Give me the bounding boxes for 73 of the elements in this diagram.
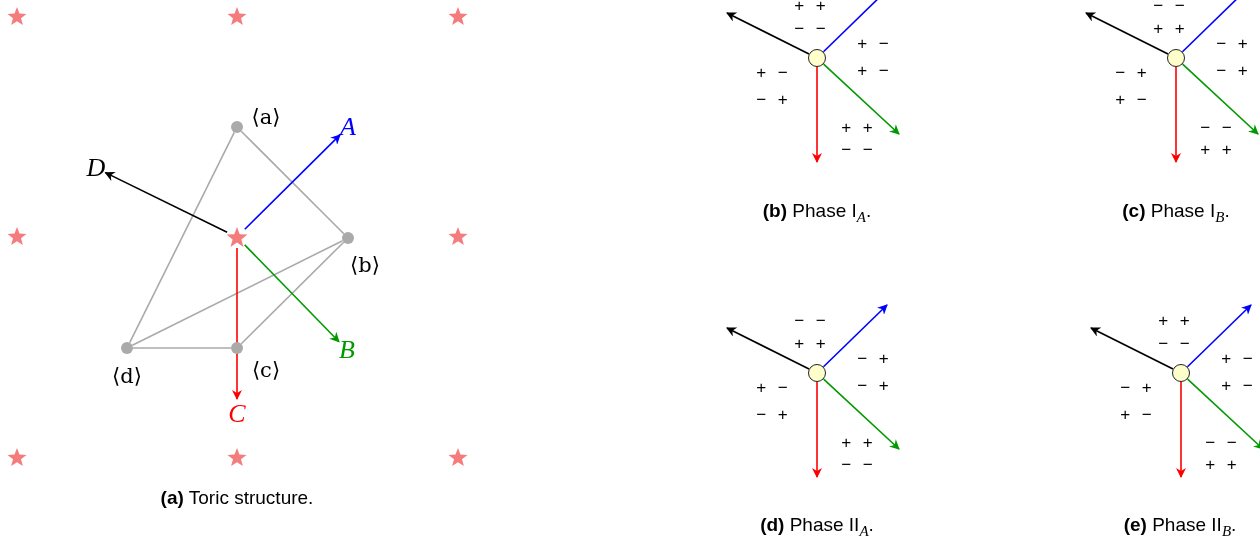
- sign-label: + −: [756, 378, 788, 398]
- connector-line: [131, 239, 344, 347]
- connector-line: [132, 347, 232, 349]
- arrow: [104, 171, 228, 233]
- sign-label: + +: [841, 118, 873, 138]
- vertex-circle: [808, 49, 826, 67]
- connector-line: [128, 131, 236, 344]
- arrow: [822, 304, 888, 368]
- sign-label: − −: [1205, 433, 1237, 453]
- sign-label: − +: [756, 405, 788, 425]
- arrow: [1090, 327, 1174, 370]
- point-label: ⟨d⟩: [112, 364, 142, 388]
- sign-label: + +: [794, 0, 826, 16]
- arrow: [726, 327, 810, 370]
- sign-label: − −: [1153, 0, 1185, 16]
- sign-label: + +: [794, 334, 826, 354]
- vector-label: D: [86, 153, 106, 183]
- vertex-circle: [1172, 364, 1190, 382]
- point-label: ⟨b⟩: [350, 253, 380, 277]
- arrow: [1181, 63, 1259, 135]
- vector-label: C: [228, 399, 246, 429]
- sign-label: + +: [1158, 311, 1190, 331]
- lattice-point: [231, 342, 243, 354]
- arrow: [1176, 381, 1186, 478]
- arrow: [822, 378, 900, 450]
- arrow: [232, 247, 242, 400]
- sign-label: + −: [857, 61, 889, 81]
- sign-label: − +: [756, 90, 788, 110]
- panel-caption: (b) Phase I$_{A}$.: [762, 200, 872, 226]
- sign-label: − +: [1216, 61, 1248, 81]
- sign-label: − +: [1120, 378, 1152, 398]
- sign-label: − +: [1115, 63, 1147, 83]
- star-node: [226, 226, 248, 248]
- lattice-point: [231, 121, 243, 133]
- sign-label: − −: [1200, 118, 1232, 138]
- arrow: [1085, 12, 1169, 55]
- sign-label: + −: [1120, 405, 1152, 425]
- panel-caption: (e) Phase II$_{B}$.: [1123, 514, 1237, 540]
- panel-caption: (d) Phase II$_{A}$.: [760, 514, 874, 540]
- sign-label: + +: [1200, 140, 1232, 160]
- vertex-circle: [808, 364, 826, 382]
- arrow: [1186, 304, 1252, 368]
- sign-label: + −: [1221, 349, 1253, 369]
- sign-label: − +: [857, 376, 889, 396]
- sign-label: + −: [756, 63, 788, 83]
- arrow: [1171, 66, 1181, 163]
- panel-caption: (a) Toric structure.: [160, 487, 314, 509]
- sign-label: − +: [1216, 34, 1248, 54]
- arrow: [726, 12, 810, 55]
- sign-label: + +: [1153, 19, 1185, 39]
- arrow: [822, 63, 900, 135]
- sign-label: − +: [857, 349, 889, 369]
- arrow: [812, 381, 822, 478]
- sign-label: − −: [841, 455, 873, 475]
- sign-label: + +: [1205, 455, 1237, 475]
- sign-label: + −: [1221, 376, 1253, 396]
- sign-label: − −: [794, 311, 826, 331]
- point-label: ⟨c⟩: [251, 358, 281, 382]
- point-label: ⟨a⟩: [251, 105, 281, 129]
- vector-label: B: [339, 335, 355, 365]
- sign-label: + −: [1115, 90, 1147, 110]
- vertex-circle: [1167, 49, 1185, 67]
- sign-label: − −: [1158, 334, 1190, 354]
- arrow: [812, 66, 822, 163]
- sign-label: + +: [841, 433, 873, 453]
- vector-label: A: [340, 112, 356, 142]
- sign-label: − −: [841, 140, 873, 160]
- panel-caption: (c) Phase I$_{B}$.: [1122, 200, 1230, 226]
- lattice-point: [342, 232, 354, 244]
- sign-label: + −: [857, 34, 889, 54]
- lattice-point: [121, 342, 133, 354]
- sign-label: − −: [794, 19, 826, 39]
- arrow: [1186, 378, 1260, 450]
